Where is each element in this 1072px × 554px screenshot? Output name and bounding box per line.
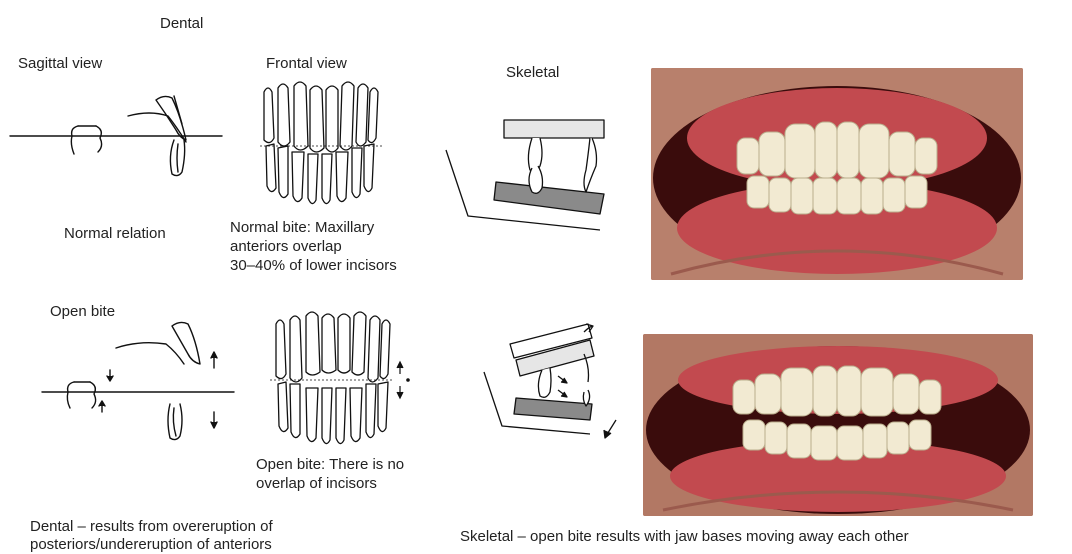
open-bite-caption-line-2: overlap of incisors <box>256 474 377 493</box>
sagittal-view-heading: Sagittal view <box>18 54 102 73</box>
photo-normal-bite <box>651 68 1023 280</box>
photo-normal-bite-illustration <box>651 68 1023 280</box>
frontal-normal-teeth <box>250 80 390 210</box>
sagittal-normal-diagram <box>0 80 240 190</box>
photo-open-bite <box>643 334 1033 516</box>
dental-footer-line-1: Dental – results from overeruption of <box>30 517 273 536</box>
skeletal-normal-diagram <box>440 110 620 235</box>
normal-bite-caption-line-1: Normal bite: Maxillary <box>230 218 374 237</box>
skeletal-open-bite-diagram <box>480 320 620 445</box>
sagittal-open-bite-diagram <box>30 320 250 450</box>
frontal-view-heading: Frontal view <box>266 54 347 73</box>
normal-bite-caption-line-3: 30–40% of lower incisors <box>230 256 397 275</box>
open-bite-label: Open bite <box>50 302 115 321</box>
frontal-open-bite-teeth <box>262 308 412 456</box>
skeletal-footer: Skeletal – open bite results with jaw ba… <box>460 527 909 546</box>
dental-heading: Dental <box>160 14 203 33</box>
open-bite-caption-line-1: Open bite: There is no <box>256 455 404 474</box>
dental-footer-line-2: posteriors/undereruption of anteriors <box>30 535 272 554</box>
photo-open-bite-illustration <box>643 334 1033 516</box>
normal-bite-caption-line-2: anteriors overlap <box>230 237 342 256</box>
skeletal-heading: Skeletal <box>506 63 559 82</box>
normal-relation-label: Normal relation <box>64 224 166 243</box>
